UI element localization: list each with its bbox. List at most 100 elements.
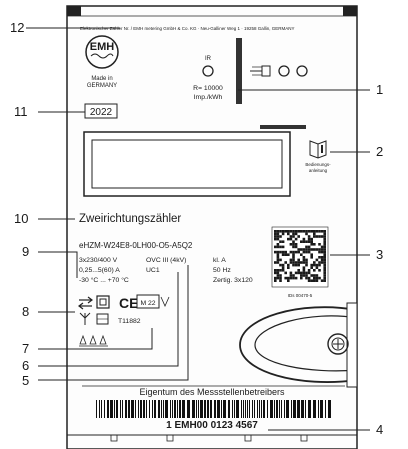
datamatrix-cell <box>302 250 306 254</box>
barcode-bar <box>257 400 258 418</box>
datamatrix-cell <box>323 240 326 243</box>
datamatrix-cell <box>279 250 282 254</box>
barcode-bar <box>217 400 220 418</box>
datamatrix-cell <box>292 256 295 259</box>
barcode-bar <box>252 400 253 418</box>
datamatrix-cell <box>279 230 282 233</box>
serial-number: 1 EMH00 0123 4567 <box>166 420 258 431</box>
datamatrix-cell <box>307 245 311 249</box>
datamatrix-cell <box>279 276 282 280</box>
datamatrix-cell <box>310 263 313 267</box>
display <box>83 125 306 197</box>
datamatrix-cell <box>302 256 306 259</box>
datamatrix-cell <box>289 235 293 238</box>
datamatrix-cell <box>310 253 313 256</box>
barcode-bar <box>131 400 134 418</box>
datamatrix-cell <box>318 230 321 233</box>
manual-label-2: anleitung <box>309 168 328 173</box>
datamatrix-cell <box>302 269 306 272</box>
datamatrix-cell <box>276 230 280 233</box>
datamatrix-cell <box>323 243 326 246</box>
datamatrix-cell <box>318 250 321 254</box>
test-led-icon <box>202 65 214 77</box>
logo-circle <box>85 35 119 69</box>
datamatrix-cell <box>318 248 321 251</box>
barcode-bar <box>177 400 178 418</box>
datamatrix-cell <box>300 276 303 280</box>
datamatrix-cell <box>289 261 293 264</box>
datamatrix-cell <box>281 263 285 267</box>
spec-voltage: 3x230/400 V <box>79 257 118 264</box>
barcode-bar <box>152 400 153 418</box>
ir-label: IR <box>205 56 212 62</box>
barcode-bar <box>313 400 316 418</box>
datamatrix-cell <box>320 235 324 238</box>
logo-text: EMH <box>90 41 115 53</box>
double-arrow-icon <box>78 296 93 310</box>
datamatrix-cell <box>281 253 285 256</box>
datamatrix-cell <box>294 271 298 275</box>
callout-1: 1 <box>376 82 383 97</box>
datamatrix-cell <box>289 250 293 254</box>
datamatrix-cell <box>292 250 295 254</box>
datamatrix-cell <box>305 250 308 254</box>
datamatrix-cell <box>305 245 308 249</box>
seal-hinge <box>346 302 358 388</box>
symbols-row-2: T11882 <box>79 312 141 347</box>
ir-interface-icon <box>250 65 271 77</box>
phase-triangles-icon <box>79 334 108 347</box>
datamatrix-cell <box>274 232 277 236</box>
datamatrix-cell <box>276 256 280 259</box>
datamatrix-cell <box>302 258 306 262</box>
manual-area: Bedienungs- anleitung <box>305 140 331 173</box>
callout-12: 12 <box>10 20 24 35</box>
barcode-bar <box>234 400 235 418</box>
barcode-bar <box>236 400 239 418</box>
barcode-bar <box>174 400 176 418</box>
datamatrix-cell <box>292 240 295 243</box>
datamatrix-cell <box>297 235 300 238</box>
datamatrix-cell <box>307 276 311 280</box>
led-icon-1 <box>278 65 290 77</box>
barcode-bar <box>96 400 97 418</box>
datamatrix-cell <box>315 263 319 267</box>
datamatrix-cell <box>310 240 313 243</box>
datamatrix-cells <box>274 230 326 282</box>
datamatrix-cell <box>315 235 319 238</box>
datamatrix-cell <box>281 245 285 249</box>
ce-mark: CE <box>119 295 138 311</box>
datamatrix-cell <box>287 237 290 241</box>
datamatrix-cell <box>297 250 300 254</box>
callout-line-9 <box>38 251 78 278</box>
datamatrix-cell <box>281 250 285 254</box>
barcode-bar <box>263 400 265 418</box>
barcode-bar <box>241 400 242 418</box>
barcode-bar <box>198 400 199 418</box>
datamatrix-cell <box>276 250 280 254</box>
country-label: GERMANY <box>87 83 117 89</box>
barcode-bar <box>187 400 190 418</box>
datamatrix-cell <box>300 230 303 233</box>
datamatrix-cell <box>320 248 324 251</box>
barcode-bar <box>325 400 326 418</box>
datamatrix-cell <box>313 230 316 233</box>
datamatrix-cell <box>307 279 311 282</box>
datamatrix-cell <box>323 261 326 264</box>
metrology-mark-box <box>136 294 160 309</box>
barcode-bar <box>116 400 118 418</box>
callout-10: 10 <box>14 211 28 226</box>
datamatrix-cell <box>305 248 308 251</box>
datamatrix-cell <box>320 256 324 259</box>
datamatrix-cell <box>305 240 308 243</box>
datamatrix-cell <box>294 263 298 267</box>
datamatrix-cell <box>323 274 326 277</box>
datamatrix-cell <box>323 232 326 236</box>
datamatrix-cell <box>318 269 321 272</box>
datamatrix-cell <box>292 232 295 236</box>
datamatrix-cell <box>292 230 295 233</box>
spec-current: 0,25...5(60) A <box>79 267 120 274</box>
callout-6: 6 <box>22 358 29 373</box>
barcode-bar <box>114 400 115 418</box>
barcode-bar <box>140 400 142 418</box>
bottom-tab-4 <box>300 434 308 442</box>
